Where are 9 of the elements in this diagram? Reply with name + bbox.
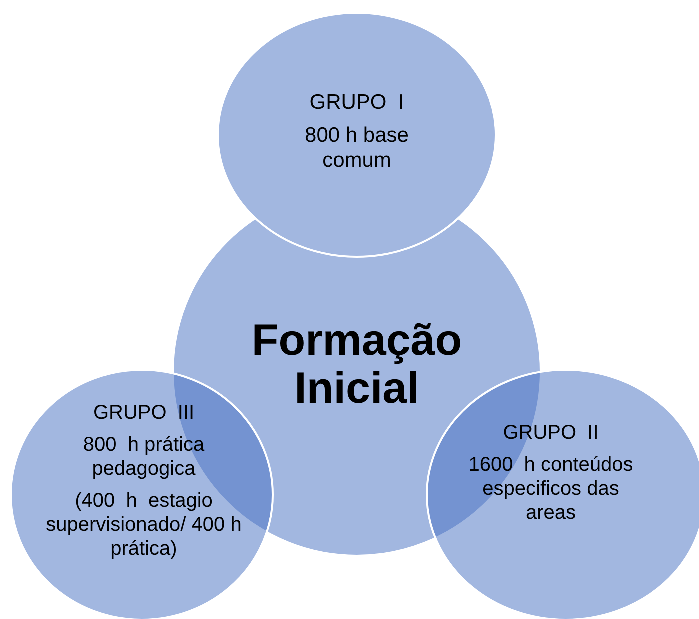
circle xyxy=(217,12,497,258)
group-description: 800 h prática pedagogica xyxy=(82,433,206,481)
group-description: 1600 h conteúdos especificos das areas xyxy=(468,453,634,525)
center-title: Formação Inicial xyxy=(250,317,464,414)
group-description: 800 h base comum xyxy=(304,123,410,174)
group-heading: GRUPO I xyxy=(310,90,404,116)
group-heading: GRUPO III xyxy=(93,401,195,425)
group-heading: GRUPO II xyxy=(503,421,599,445)
group-note: (400 h estagio supervisionado/ 400 h prática) xyxy=(45,489,243,561)
